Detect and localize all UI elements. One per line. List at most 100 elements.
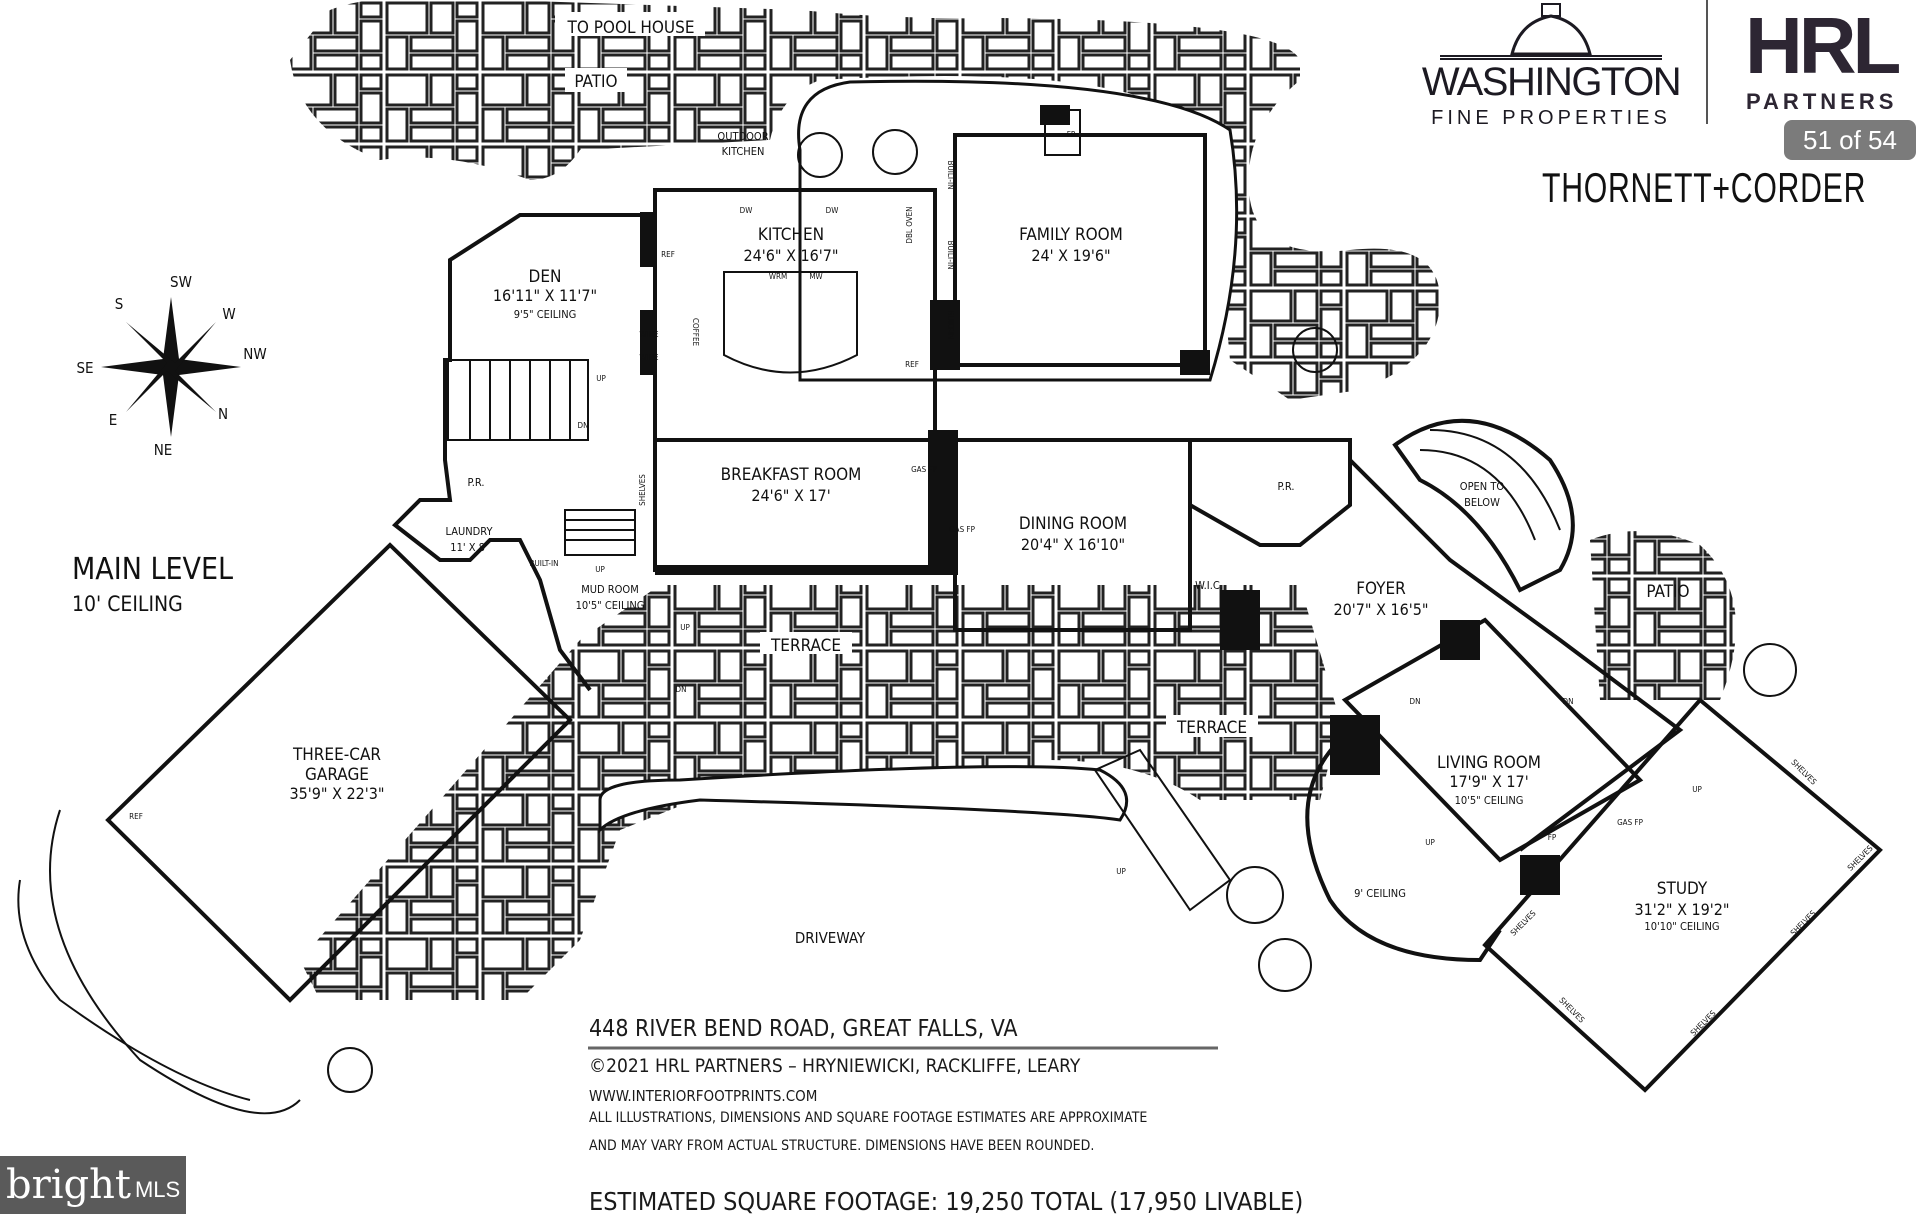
outdoor-kitchen-label-2: KITCHEN: [722, 145, 765, 158]
fixture-label: WRM: [769, 272, 787, 281]
study-dim: 31'2" X 19'2": [1634, 900, 1729, 919]
fixture-label: SHELVES: [1557, 996, 1586, 1025]
mud-room-label: MUD ROOM: [581, 583, 639, 596]
study-ceiling: 10'10" CEILING: [1644, 920, 1719, 933]
kitchen-label: KITCHEN: [758, 225, 824, 245]
breakfast-room-label: BREAKFAST ROOM: [721, 465, 862, 485]
powder-room-left-label: P.R.: [467, 476, 484, 489]
compass-sw: SW: [170, 273, 192, 291]
fixture-label: WINE: [639, 330, 659, 339]
compass-nw: NW: [243, 345, 266, 363]
compass-w: W: [222, 305, 235, 323]
fixture-label: FP: [1067, 130, 1076, 139]
terrace-right-label: TERRACE: [1176, 718, 1247, 738]
fixture-label: DN: [676, 685, 687, 694]
fixture-label: BUILT-IN: [946, 311, 955, 340]
family-room-dim: 24' X 19'6": [1031, 246, 1110, 265]
compass-s: S: [115, 295, 124, 313]
fixture-label: SHELVES: [1689, 1009, 1718, 1038]
hrl-partners-text: PARTNERS: [1746, 89, 1898, 114]
fixture-label: UP: [596, 374, 606, 383]
fixture-label: SHELVES: [1789, 758, 1818, 787]
fixture-label: FP: [1548, 833, 1557, 842]
fixture-label: REF: [129, 812, 143, 821]
compass-n: N: [218, 405, 228, 423]
website: WWW.INTERIORFOOTPRINTS.COM: [589, 1087, 818, 1105]
fixture-label: DBL OVEN: [905, 206, 914, 243]
copyright: ©2021 HRL PARTNERS – HRYNIEWICKI, RACKLI…: [589, 1055, 1081, 1077]
garage-label: THREE-CAR: [292, 745, 381, 765]
fixture-label: UP: [595, 565, 605, 574]
study-label: STUDY: [1657, 879, 1708, 899]
washington-text: WASHINGTON: [1421, 60, 1682, 104]
level-ceiling: 10' CEILING: [72, 592, 183, 616]
fixture-label: BUILT-IN: [946, 241, 955, 270]
compass-se: SE: [76, 359, 93, 377]
fixture-label: WINE: [639, 353, 659, 362]
kitchen-dim: 24'6" X 16'7": [743, 246, 838, 265]
garage-dim: 35'9" X 22'3": [289, 784, 384, 803]
fixture-label: UP: [1692, 785, 1702, 794]
walk-in-closet-label: W.I.C.: [1195, 579, 1223, 592]
fixture-label: GAS FP: [911, 465, 937, 474]
fixture-label: SHELVES: [638, 474, 647, 506]
tree-icons: [327, 129, 1797, 1093]
thornett-corder-logo: THORNETT+CORDER: [1542, 164, 1867, 211]
level-title: MAIN LEVEL: [72, 552, 234, 587]
washington-fine-properties-logo: WASHINGTON FINE PROPERTIES: [1420, 0, 1682, 132]
open-below-label: OPEN TO: [1460, 480, 1505, 493]
bay-ceiling-label: 9' CEILING: [1354, 887, 1406, 900]
den-label: DEN: [529, 267, 562, 287]
room-labels: TO POOL HOUSE PATIO OUTDOOR KITCHEN KITC…: [289, 12, 1730, 947]
foyer-label: FOYER: [1356, 579, 1406, 599]
compass-e: E: [109, 411, 118, 429]
fixture-label: DW: [826, 206, 839, 215]
foyer-dim: 20'7" X 16'5": [1333, 600, 1428, 619]
living-room-label: LIVING ROOM: [1437, 753, 1541, 773]
garage-label-2: GARAGE: [305, 765, 369, 785]
hrl-logo: HRL: [1745, 1, 1901, 90]
square-footage: ESTIMATED SQUARE FOOTAGE: 19,250 TOTAL (…: [589, 1187, 1304, 1216]
address: 448 RIVER BEND ROAD, GREAT FALLS, VA: [589, 1016, 1018, 1042]
compass-rose-icon: S SW W NW N NE E SE: [76, 273, 266, 459]
living-room-dim: 17'9" X 17': [1449, 772, 1528, 791]
capitol-dome-icon: [1440, 3, 1662, 60]
fixture-label: REF: [905, 360, 919, 369]
dining-room-label: DINING ROOM: [1019, 514, 1127, 534]
open-below-label-2: BELOW: [1464, 496, 1500, 509]
logo-divider: [1706, 0, 1708, 124]
disclaimer-line-1: ALL ILLUSTRATIONS, DIMENSIONS AND SQUARE…: [589, 1110, 1148, 1126]
fixture-label: BUILT-IN: [946, 161, 955, 190]
mud-room-ceiling: 10'5" CEILING: [576, 599, 645, 612]
walls: [17, 105, 1883, 1115]
fixture-label: UP: [680, 623, 690, 632]
den-dim: 16'11" X 11'7": [493, 286, 597, 305]
fixture-label: DN: [578, 421, 589, 430]
mls-text: MLS: [134, 1177, 181, 1202]
fixture-label: COFFEE: [691, 318, 700, 347]
fixture-label: GAS FP: [1617, 818, 1643, 827]
fixture-label: BUILT-IN: [530, 559, 559, 568]
patio-right-label: PATIO: [1646, 582, 1689, 602]
outdoor-kitchen-label: OUTDOOR: [717, 130, 768, 143]
disclaimer-line-2: AND MAY VARY FROM ACTUAL STRUCTURE. DIME…: [589, 1138, 1095, 1154]
fixture-label: UP: [1425, 838, 1435, 847]
paving: [290, 0, 1736, 1000]
fixture-label: MW: [809, 272, 822, 281]
fixture-label: GAS FP: [949, 525, 975, 534]
fixture-label: REF: [661, 250, 675, 259]
pool-house-label: TO POOL HOUSE: [566, 18, 694, 38]
living-room-ceiling: 10'5" CEILING: [1455, 794, 1524, 807]
fixture-label: DN: [1563, 697, 1574, 706]
fixture-label: DW: [740, 206, 753, 215]
bright-mls-logo: bright MLS: [0, 1156, 186, 1214]
patio-top-label: PATIO: [574, 72, 617, 92]
laundry-dim: 11' X 8': [450, 541, 487, 554]
family-room-label: FAMILY ROOM: [1019, 225, 1123, 245]
fine-properties-text: FINE PROPERTIES: [1431, 107, 1671, 129]
driveway-label: DRIVEWAY: [795, 929, 866, 947]
breakfast-room-dim: 24'6" X 17': [751, 486, 830, 505]
bright-text: bright: [6, 1162, 131, 1208]
compass-ne: NE: [154, 441, 173, 459]
